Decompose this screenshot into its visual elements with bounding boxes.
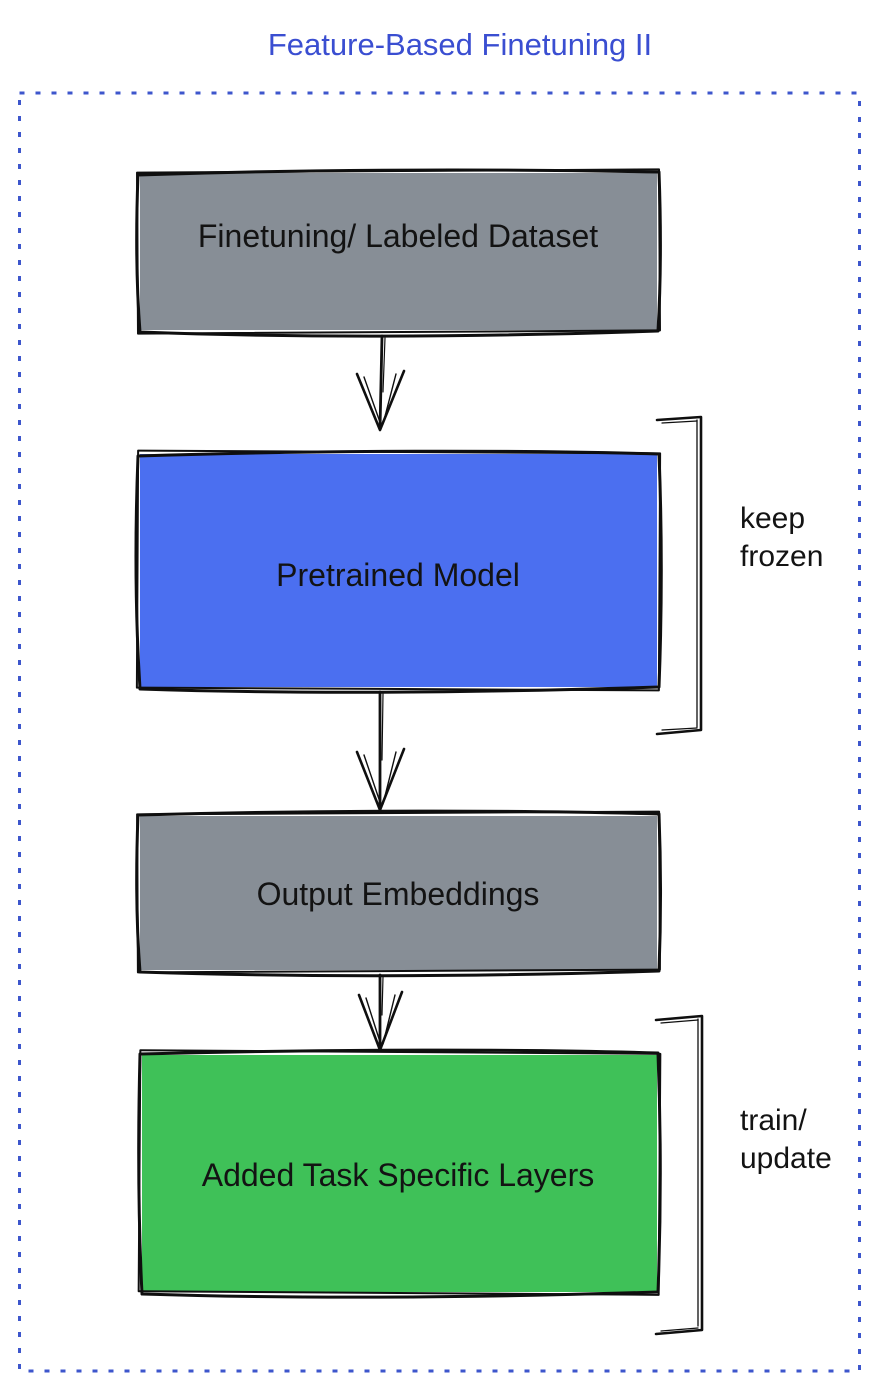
node-label: Finetuning/ Labeled Dataset — [198, 218, 598, 254]
train-update-label-line1: train/ — [740, 1104, 807, 1137]
node-sketch-border-2 — [136, 168, 661, 335]
node-fill — [142, 1055, 657, 1292]
node-sketch-border-2 — [135, 449, 662, 692]
node-fill — [140, 816, 657, 970]
node-added-task-layers: Added Task Specific Layers — [137, 1048, 662, 1299]
node-sketch-border-2 — [137, 1049, 662, 1296]
node-sketch-border-2 — [136, 810, 661, 974]
node-sketch-border — [135, 809, 662, 978]
arrow-down-1 — [355, 334, 406, 432]
node-label: Pretrained Model — [276, 557, 520, 593]
node-fill — [140, 173, 657, 330]
diagram-title: Feature-Based Finetuning II — [268, 27, 652, 62]
dotted-boundary — [18, 91, 861, 1373]
node-finetuning-dataset: Finetuning/ Labeled Dataset — [135, 168, 662, 338]
node-fill — [140, 454, 657, 687]
keep-frozen-bracket — [655, 415, 703, 736]
node-pretrained-model: Pretrained Model — [134, 449, 663, 694]
node-label: Output Embeddings — [257, 876, 540, 912]
arrow-down-2 — [355, 690, 406, 812]
train-update-bracket — [654, 1014, 704, 1336]
keep-frozen-label-line2: frozen — [740, 540, 823, 573]
keep-frozen-label-line1: keep — [740, 502, 805, 535]
train-update-label-line2: update — [740, 1142, 832, 1175]
arrow-down-3 — [357, 973, 404, 1052]
node-label: Added Task Specific Layers — [202, 1157, 595, 1193]
node-output-embeddings: Output Embeddings — [135, 809, 662, 978]
